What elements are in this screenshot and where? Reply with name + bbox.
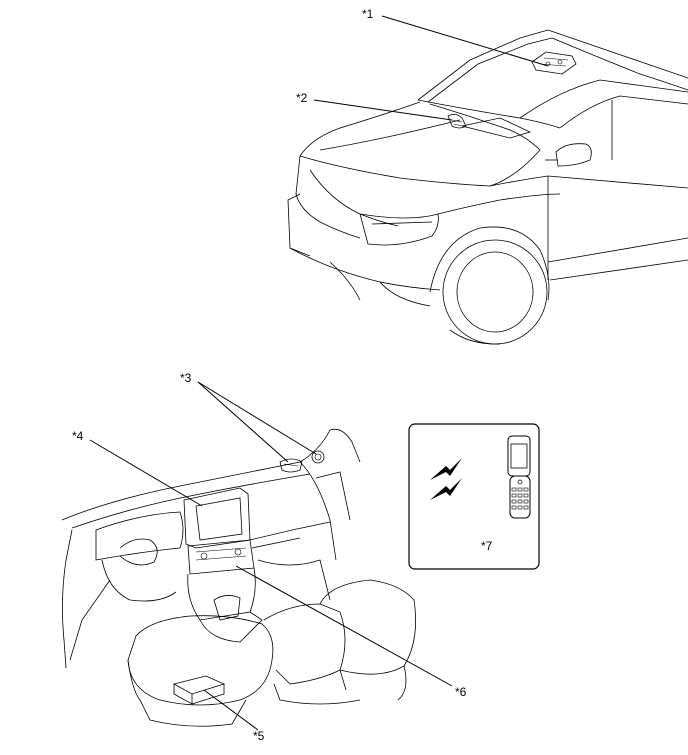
leader-1: [381, 15, 549, 67]
leader-6: [235, 565, 453, 687]
overhead-module-part: [531, 51, 577, 75]
phone-inset-box: [408, 423, 540, 570]
leader-3b: [197, 381, 317, 455]
callout-6: *6: [455, 685, 467, 699]
vehicle-interior-illustration: [61, 428, 416, 727]
callout-4: *4: [72, 429, 84, 443]
dash-sensor-part: [279, 450, 325, 473]
leader-2: [313, 99, 453, 121]
lightning-bolt-icon: [430, 458, 462, 500]
vehicle-exterior-illustration: [287, 29, 688, 345]
mirror-module-part: [447, 114, 467, 129]
leader-lines: [89, 15, 549, 731]
flip-phone-icon: [507, 435, 531, 519]
callout-5: *5: [253, 729, 265, 743]
callout-1: *1: [362, 7, 374, 21]
leader-4: [89, 439, 203, 507]
callout-7: *7: [481, 539, 493, 553]
leader-5: [203, 689, 259, 731]
under-seat-module-part: [172, 675, 226, 705]
callout-3: *3: [180, 371, 192, 385]
callout-2: *2: [296, 91, 308, 105]
leader-3a: [197, 381, 289, 463]
